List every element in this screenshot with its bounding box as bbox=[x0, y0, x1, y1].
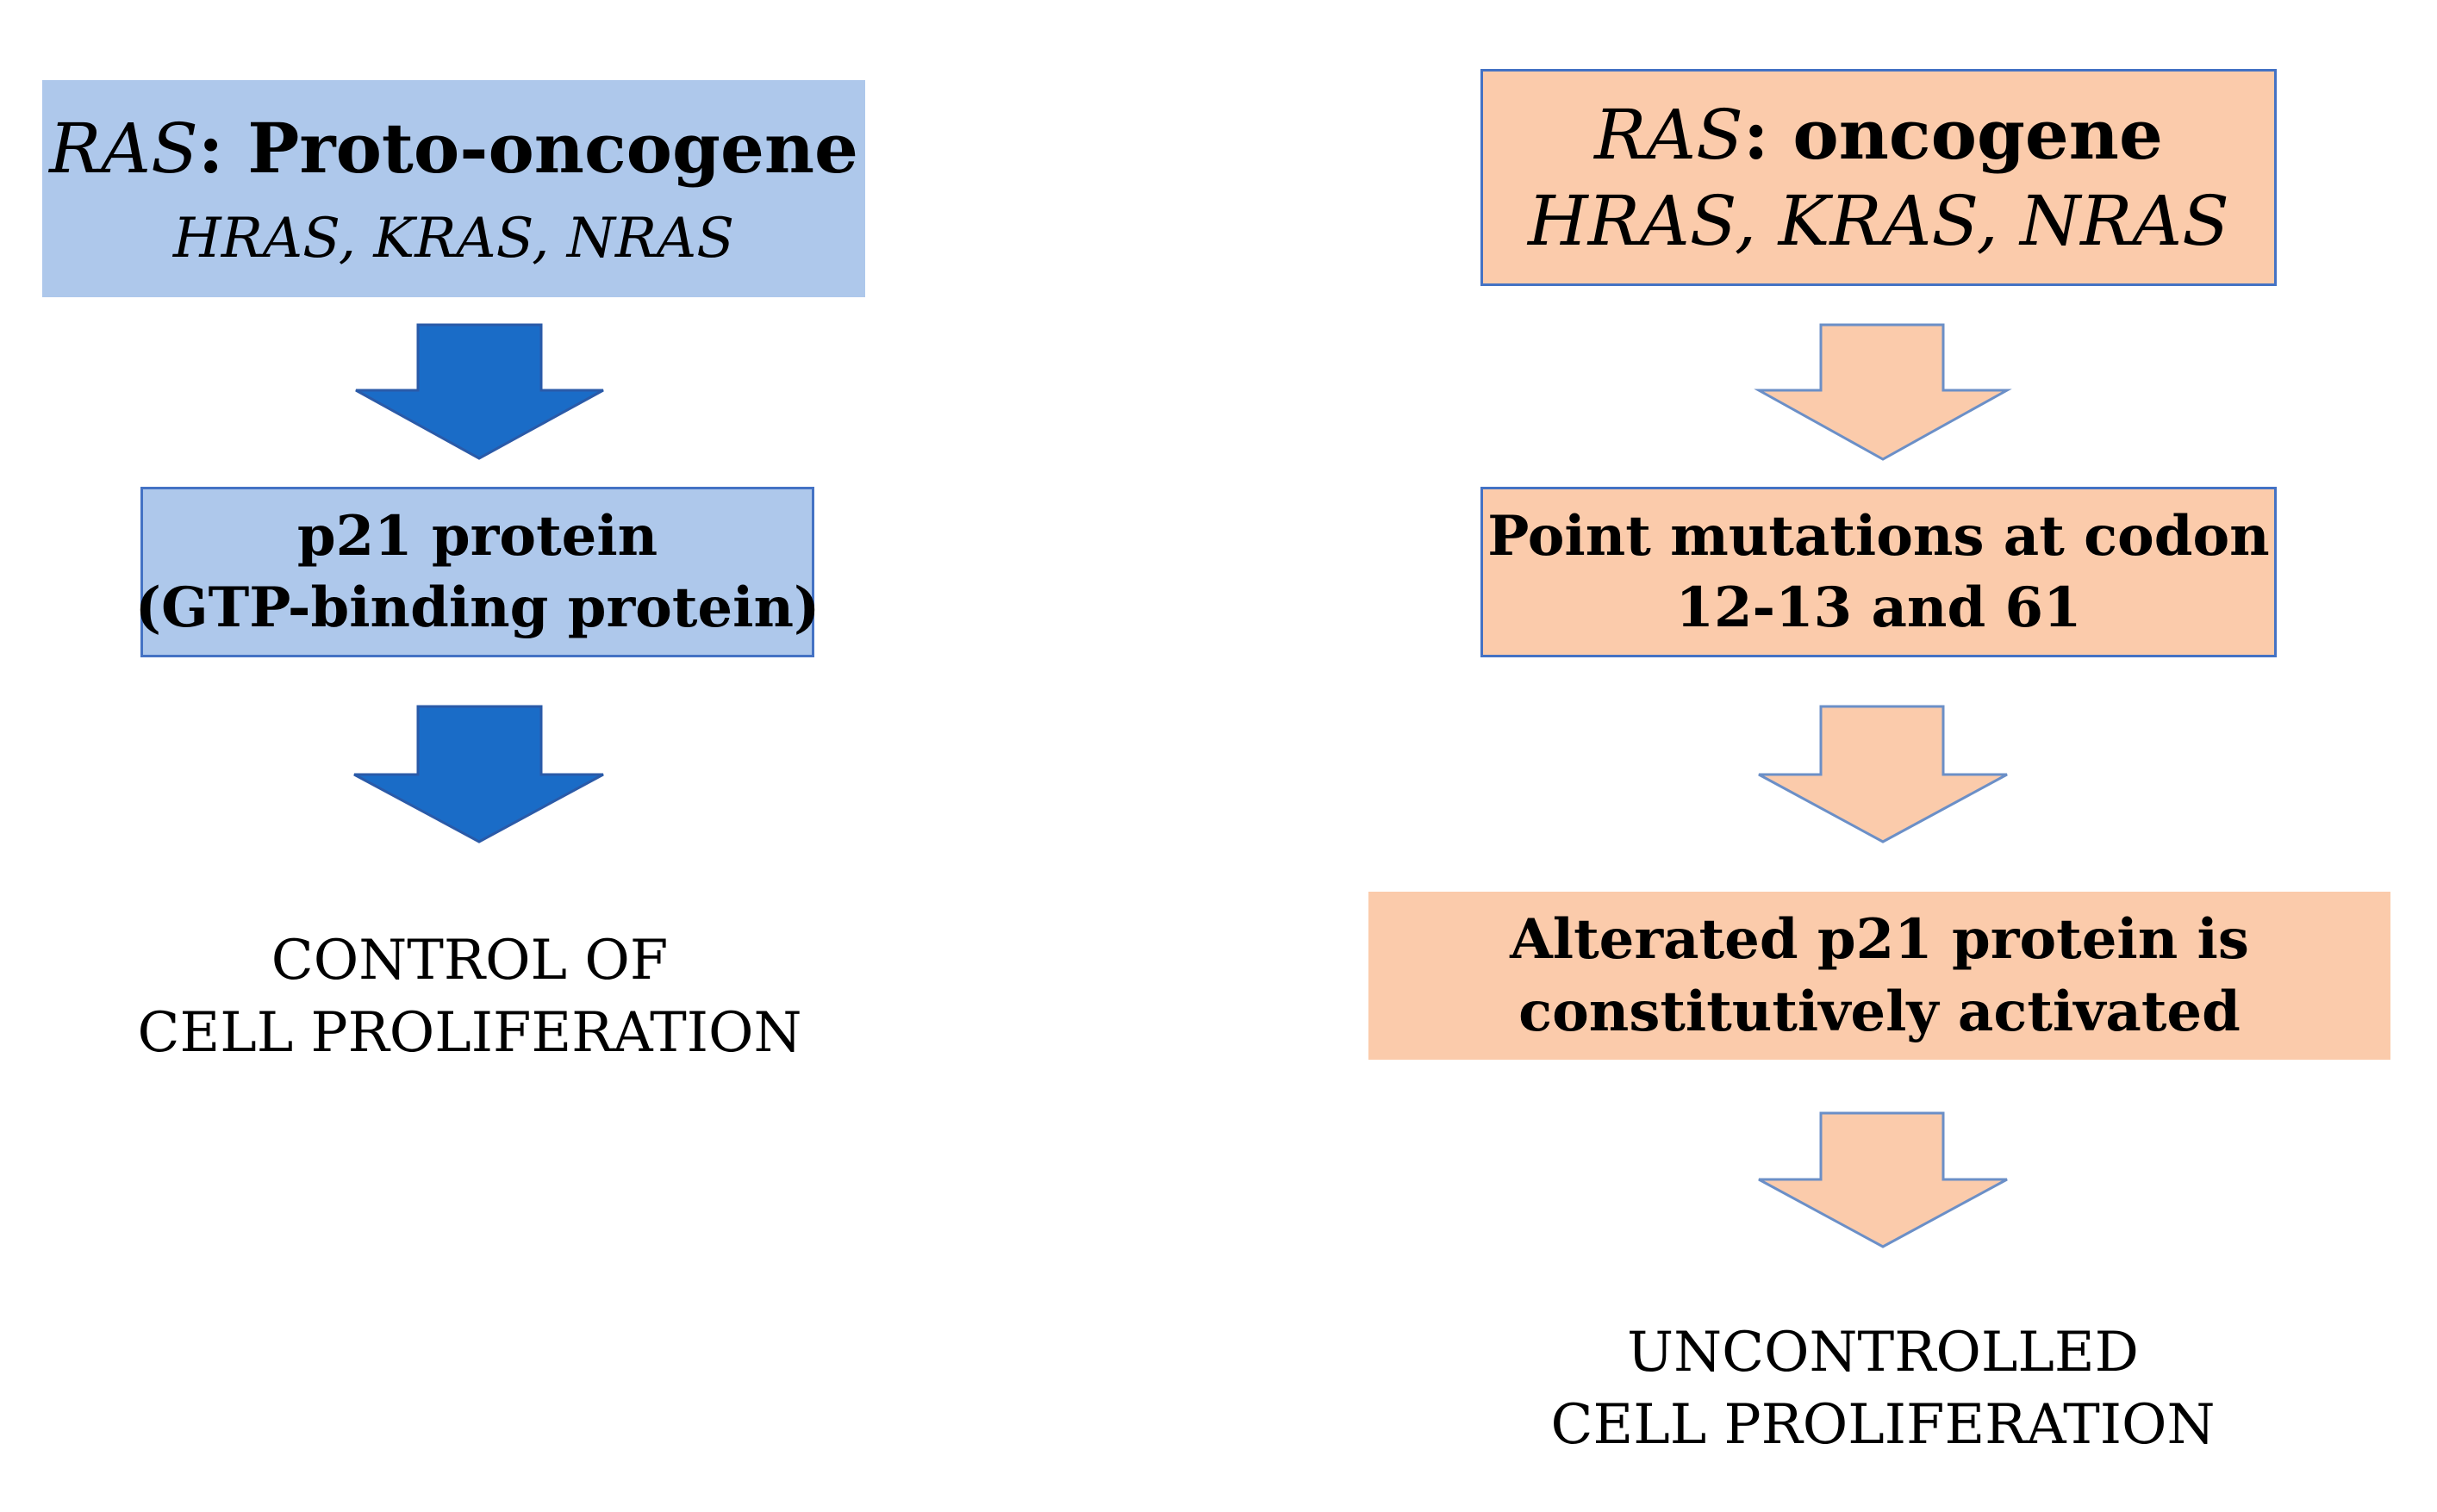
oncogene-title-ras: RAS bbox=[1594, 94, 1743, 175]
oncogene-box: RAS: oncogene HRAS, KRAS, NRAS bbox=[1480, 69, 2277, 286]
p21-protein-box: p21 protein (GTP-binding protein) bbox=[135, 487, 820, 657]
proto-oncogene-title: RAS: Proto-oncogene bbox=[49, 105, 858, 192]
onco-arrow-1-shape bbox=[1754, 323, 2012, 461]
p21-protein-line1: p21 protein bbox=[296, 503, 658, 569]
altered-protein-line2: constitutively activated bbox=[1518, 979, 2241, 1044]
proto-oncogene-genes: HRAS, KRAS, NRAS bbox=[172, 206, 735, 271]
p21-protein-line2: (GTP-binding protein) bbox=[134, 576, 820, 640]
onco-arrow-2-shape bbox=[1758, 705, 2008, 843]
oncogene-title: RAS: oncogene bbox=[1594, 91, 2163, 178]
altered-protein-box: Alterated p21 protein is constitutively … bbox=[1368, 892, 2390, 1060]
control-outcome: CONTROL OF CELL PROLIFERATION bbox=[86, 924, 853, 1070]
proto-oncogene-title-rest: : Proto-oncogene bbox=[197, 107, 858, 189]
proto-arrow-2-shape bbox=[353, 705, 604, 843]
onco-arrow-3-shape bbox=[1758, 1111, 2008, 1248]
point-mutations-line1: Point mutations at codon bbox=[1487, 503, 2270, 569]
uncontrolled-outcome-line2: CELL PROLIFERATION bbox=[1550, 1393, 2216, 1458]
point-mutations-line2: 12-13 and 61 bbox=[1675, 576, 2082, 640]
proto-arrow-1-shape bbox=[355, 323, 604, 460]
uncontrolled-outcome-line1: UNCONTROLLED bbox=[1627, 1321, 2139, 1384]
uncontrolled-outcome: UNCONTROLLED CELL PROLIFERATION bbox=[1465, 1316, 2301, 1462]
altered-protein-line1: Alterated p21 protein is bbox=[1510, 907, 2249, 973]
point-mutations-box: Point mutations at codon 12-13 and 61 bbox=[1480, 487, 2277, 657]
oncogene-genes: HRAS, KRAS, NRAS bbox=[1528, 180, 2229, 261]
control-outcome-line1: CONTROL OF bbox=[271, 929, 669, 992]
proto-oncogene-title-ras: RAS bbox=[49, 108, 198, 189]
oncogene-title-rest: : oncogene bbox=[1742, 93, 2163, 175]
control-outcome-line2: CELL PROLIFERATION bbox=[137, 1001, 802, 1066]
proto-oncogene-box: RAS: Proto-oncogene HRAS, KRAS, NRAS bbox=[42, 80, 865, 297]
